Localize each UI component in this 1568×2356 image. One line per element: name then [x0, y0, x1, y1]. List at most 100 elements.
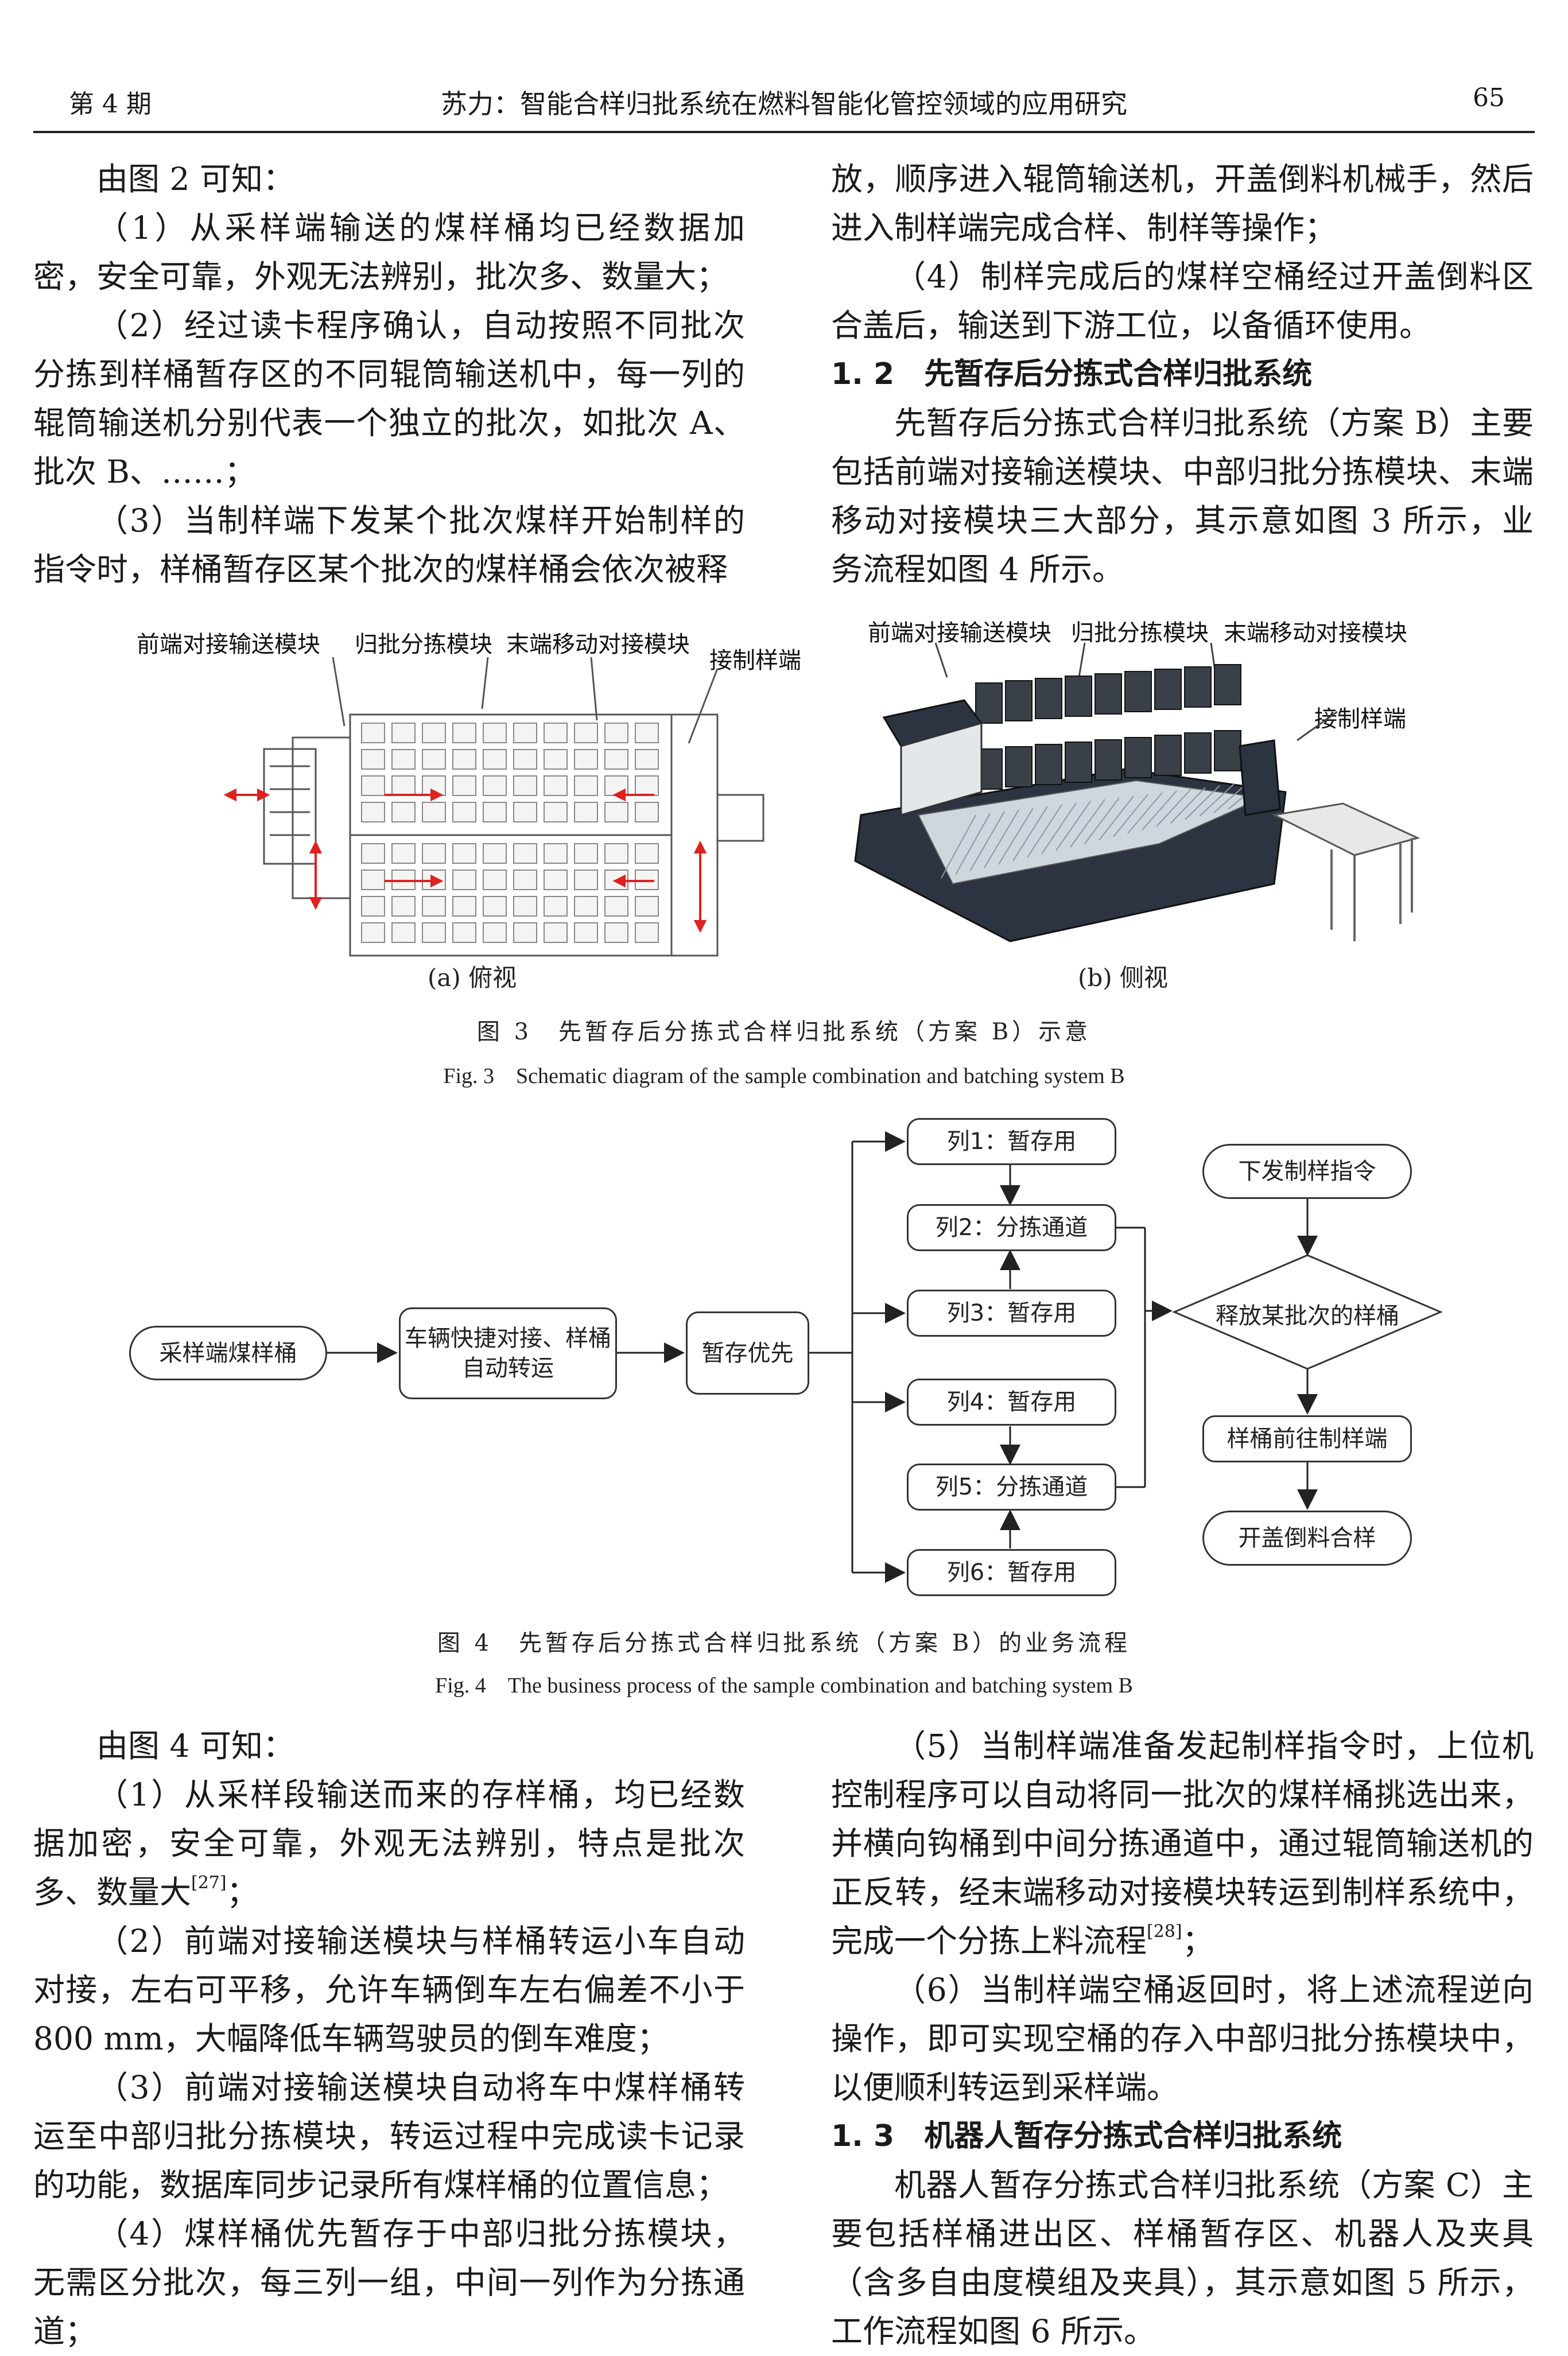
bucket-cell: [483, 802, 507, 822]
side-view-drawing: [854, 643, 1420, 942]
sample-bucket: [1154, 669, 1182, 710]
paragraph: 由图 4 可知：: [96, 1728, 294, 1764]
bucket-cell: [452, 896, 476, 917]
roller-line: [1185, 785, 1220, 820]
roller-line: [1099, 795, 1134, 841]
bucket-cell: [604, 802, 628, 822]
sample-bucket: [1124, 737, 1152, 778]
bucket-cell: [483, 922, 507, 943]
paragraph: （6）当制样端空桶返回时，将上述流程逆向操作，即可实现空桶的存入中部归批分拣模块…: [831, 1971, 1534, 2106]
citation-27: [27]: [191, 1873, 227, 1893]
bucket-cell: [544, 896, 568, 917]
bucket-cell: [361, 775, 385, 796]
roller-line: [969, 811, 1005, 872]
sample-bucket: [1214, 664, 1241, 705]
header-rule: [33, 131, 1535, 133]
figure-4-caption-zh: 图 4 先暂存后分拣式合样归批系统（方案 B）的业务流程: [437, 1630, 1131, 1656]
node-goto: 样桶前往制样端: [1202, 1415, 1412, 1462]
bucket-cell: [361, 896, 385, 917]
text-column-top-right: 放，顺序进入辊筒输送机，开盖倒料机械手，然后进入制样端完成合样、制样等操作； （…: [831, 155, 1534, 594]
bucket-cell: [544, 922, 568, 943]
bucket-cell: [422, 723, 446, 743]
punct: ；: [226, 1874, 258, 1911]
node-command: 下发制样指令: [1202, 1144, 1412, 1199]
paragraph: （4）制样完成后的煤样空桶经过开盖倒料区合盖后，输送到下游工位，以备循环使用。: [831, 258, 1534, 344]
sample-bucket: [1154, 735, 1182, 776]
label-b-end-module: 末端移动对接模块: [1224, 620, 1407, 646]
node-col-6: 列6：暂存用: [907, 1549, 1116, 1596]
node-col-1: 列1：暂存用: [907, 1118, 1116, 1165]
roller-line: [1127, 792, 1163, 834]
bucket-cell: [452, 843, 476, 864]
section-heading-1-3: 1. 3 机器人暂存分拣式合样归批系统: [831, 2119, 1342, 2153]
figure-4-caption-en: Fig. 4 The business process of the sampl…: [435, 1674, 1133, 1698]
roller-line: [1012, 806, 1048, 861]
bucket-cell: [513, 870, 537, 890]
roller-line: [1156, 789, 1191, 827]
subfigure-b-label: (b) 侧视: [1078, 964, 1169, 992]
flowchart-connectors: [327, 1131, 1443, 1583]
roller-line: [1084, 797, 1120, 844]
bucket-cell: [574, 749, 598, 770]
bucket-grid: [361, 723, 659, 943]
bucket-cell: [604, 922, 628, 943]
bucket-cell: [635, 723, 659, 743]
paragraph: 机器人暂存分拣式合样归批系统（方案 C）主要包括样桶进出区、样桶暂存区、机器人及…: [831, 2167, 1534, 2350]
label-a-sample-end: 接制样端: [709, 647, 801, 674]
sample-bucket: [1095, 739, 1122, 781]
paragraph-text: （1）从采样段输送而来的存样桶，均已经数据加密，安全可靠，外观无法辨别，特点是批…: [33, 1776, 745, 1911]
sample-bucket: [1035, 678, 1062, 719]
bucket-cell: [452, 802, 476, 822]
running-title: 苏力：智能合样归批系统在燃料智能化管控领域的应用研究: [441, 88, 1127, 119]
bucket-cell: [422, 749, 446, 770]
bucket-cell: [452, 922, 476, 943]
paragraph: （2）前端对接输送模块与样桶转运小车自动对接，左右可平移，允许车辆倒车左右偏差不…: [33, 1923, 745, 2057]
node-priority: 暂存优先: [686, 1311, 809, 1395]
bucket-cell: [391, 922, 416, 943]
bucket-cell: [361, 723, 385, 743]
node-transfer: 车辆快捷对接、样桶自动转运: [399, 1307, 617, 1399]
paragraph: （3）当制样端下发某个批次煤样开始制样的指令时，样桶暂存区某个批次的煤样桶会依次…: [33, 502, 745, 588]
bucket-cell: [604, 775, 628, 796]
roller-line: [1199, 783, 1235, 817]
node-col-3: 列3：暂存用: [907, 1290, 1116, 1337]
paragraph: （2）经过读卡程序确认，自动按照不同批次分拣到样桶暂存区的不同辊筒输送机中，每一…: [33, 307, 745, 490]
bucket-cell: [452, 749, 476, 770]
subfigure-a-label: (a) 俯视: [428, 964, 517, 992]
sample-bucket: [1184, 666, 1212, 708]
bucket-cell: [574, 896, 598, 917]
label-a-front-module: 前端对接输送模块: [137, 631, 320, 658]
paragraph: 先暂存后分拣式合样归批系统（方案 B）主要包括前端对接输送模块、中部归批分拣模块…: [831, 405, 1534, 588]
bucket-cell: [422, 802, 446, 822]
node-col-4: 列4：暂存用: [907, 1379, 1116, 1426]
sample-bucket: [1124, 671, 1152, 712]
bucket-cell: [604, 843, 628, 864]
bucket-cell: [391, 775, 416, 796]
text-column-bottom-left: 由图 4 可知： （1）从采样段输送而来的存样桶，均已经数据加密，安全可靠，外观…: [33, 1722, 745, 2356]
bucket-cell: [513, 843, 537, 864]
bucket-cell: [391, 802, 416, 822]
decision-diamond: [1172, 1254, 1443, 1370]
bucket-cell: [604, 749, 628, 770]
bucket-cell: [544, 843, 568, 864]
sample-bucket: [1065, 742, 1092, 783]
node-start: 采样端煤样桶: [129, 1326, 327, 1380]
bucket-cell: [635, 843, 659, 864]
roller-line: [941, 814, 976, 879]
bucket-racks: [975, 664, 1241, 790]
bucket-cell: [513, 723, 537, 743]
bucket-cell: [574, 802, 598, 822]
sample-bucket: [1065, 676, 1092, 717]
node-col-2: 列2：分拣通道: [907, 1204, 1116, 1251]
bucket-cell: [635, 922, 659, 943]
bucket-cell: [422, 896, 446, 917]
sample-bucket: [1095, 673, 1122, 715]
sample-bucket: [1005, 746, 1033, 787]
bucket-cell: [544, 802, 568, 822]
figure-3-caption-zh: 图 3 先暂存后分拣式合样归批系统（方案 B）示意: [476, 1019, 1092, 1045]
bucket-cell: [361, 802, 385, 822]
bucket-cell: [513, 922, 537, 943]
page-number: 65: [1473, 83, 1505, 112]
paragraph: （5）当制样端准备发起制样指令时，上位机控制程序可以自动将同一批次的煤样桶挑选出…: [831, 1722, 1534, 1966]
bucket-cell: [574, 922, 598, 943]
